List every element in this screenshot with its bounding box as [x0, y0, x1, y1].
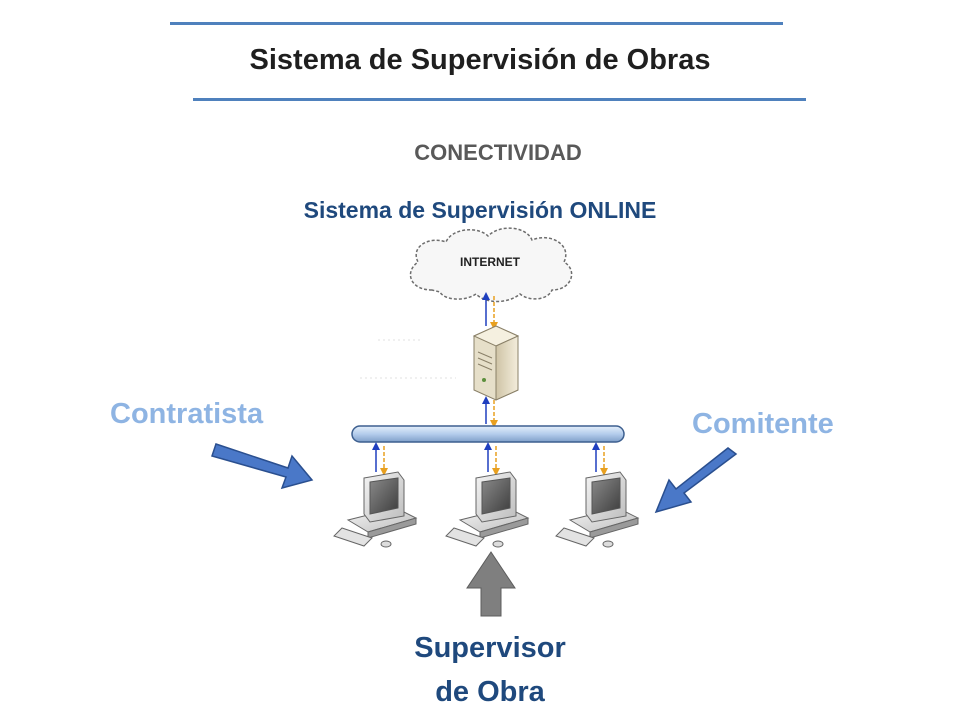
section-label: CONECTIVIDAD	[414, 140, 582, 165]
link-bus-workstation-2	[484, 442, 500, 476]
internet-cloud-icon: INTERNET	[409, 227, 573, 303]
link-bus-workstation-3	[592, 442, 608, 476]
title-rule-top	[170, 22, 783, 25]
comitente-arrow-icon	[654, 447, 738, 514]
diagram-subtitle: Sistema de Supervisión ONLINE	[303, 197, 657, 223]
supervisor-line-1: Supervisor	[414, 632, 566, 664]
link-bus-workstation-1	[372, 442, 388, 476]
actor-label-contratista: Contratista	[110, 398, 264, 430]
network-bus	[351, 425, 625, 443]
contratista-arrow-icon	[211, 443, 314, 490]
faint-background-marks	[360, 339, 456, 379]
actor-label-comitente: Comitente	[692, 408, 834, 440]
workstation-icon	[555, 471, 640, 548]
supervisor-line-2: de Obra	[435, 676, 545, 708]
server-icon	[472, 325, 520, 401]
title-rule-bottom	[193, 98, 806, 101]
workstation-icon	[445, 471, 530, 548]
supervisor-arrow-icon	[466, 551, 516, 617]
workstation-icon	[333, 471, 418, 548]
actor-label-supervisor: Supervisor de Obra	[350, 626, 630, 714]
page-title: Sistema de Supervisión de Obras	[249, 44, 711, 76]
link-server-bus	[482, 396, 498, 428]
link-cloud-server	[482, 292, 498, 330]
internet-cloud-label: INTERNET	[460, 255, 521, 269]
